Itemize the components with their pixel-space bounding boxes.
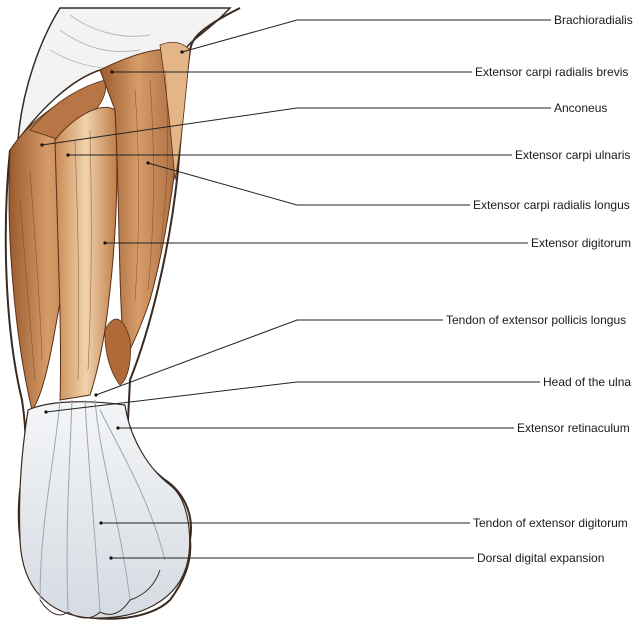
label-anconeus: Anconeus	[554, 101, 608, 115]
label-dorsal-digital-expansion: Dorsal digital expansion	[477, 551, 605, 565]
label-extensor-carpi-ulnaris: Extensor carpi ulnaris	[515, 148, 631, 162]
digitorum-tendons	[39, 399, 166, 613]
abductor-pollicis-longus-muscle	[104, 318, 131, 386]
extensor-digitorum-muscle	[54, 106, 118, 401]
hand-dorsum	[18, 401, 191, 619]
elbow-region	[17, 7, 232, 143]
label-head-of-ulna: Head of the ulna	[543, 375, 632, 389]
label-brachioradialis: Brachioradialis	[554, 13, 633, 27]
label-extensor-carpi-radialis-brevis: Extensor carpi radialis brevis	[475, 65, 629, 79]
label-extensor-digitorum: Extensor digitorum	[531, 236, 632, 250]
label-tendon-extensor-pollicis-longus: Tendon of extensor pollicis longus	[446, 313, 627, 327]
leader-lines	[41, 19, 551, 559]
label-extensor-carpi-radialis-longus: Extensor carpi radialis longus	[473, 198, 630, 212]
label-extensor-retinaculum: Extensor retinaculum	[517, 421, 630, 435]
label-tendon-extensor-digitorum: Tendon of extensor digitorum	[473, 516, 628, 530]
